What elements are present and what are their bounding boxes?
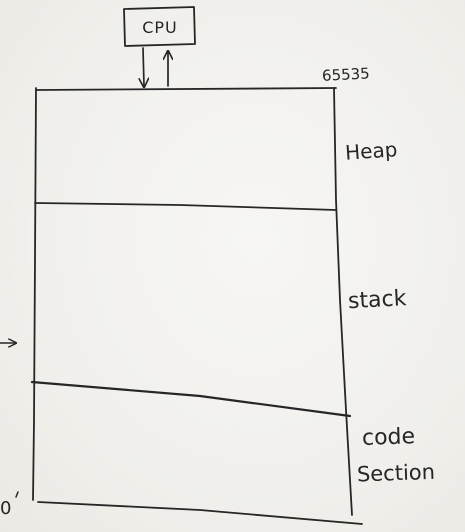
heap-label: Heap	[344, 137, 398, 165]
memory-bottom-boundary	[37, 501, 363, 525]
heap-stack-divider	[34, 202, 337, 211]
bottom-address-label: 0	[0, 498, 11, 519]
memory-top-boundary	[35, 87, 337, 91]
section-label: Section	[357, 460, 436, 487]
stack-label: stack	[347, 286, 407, 314]
cpu-down-arrow	[143, 47, 144, 86]
bottom-address-tick	[15, 491, 19, 498]
top-address-label: 65535	[322, 64, 371, 84]
cpu-label: CPU	[142, 18, 178, 37]
code-label: code	[362, 424, 416, 451]
memory-left-edge	[32, 87, 37, 501]
stack-code-divider	[30, 380, 352, 418]
memory-right-edge	[333, 87, 353, 516]
cpu-box	[123, 6, 196, 47]
